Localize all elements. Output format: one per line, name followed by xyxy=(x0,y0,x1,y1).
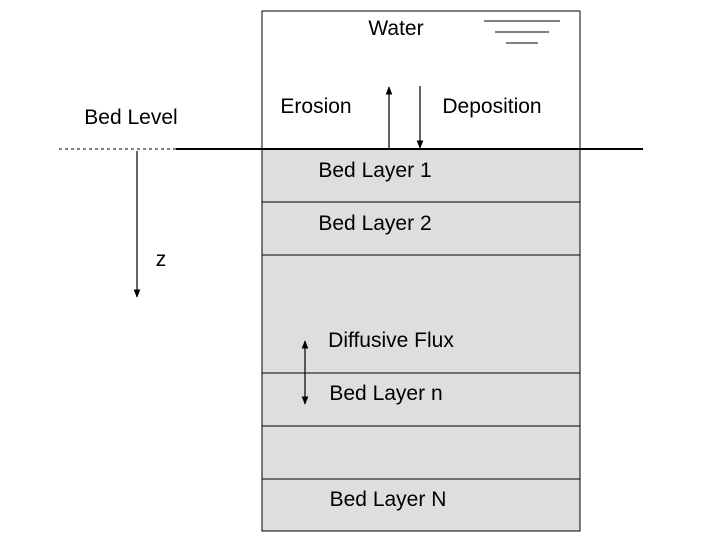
bed-layer-label: Bed Layer 1 xyxy=(318,159,431,182)
bed-layer-box xyxy=(261,372,581,427)
erosion-label: Erosion xyxy=(280,95,351,118)
deposition-label: Deposition xyxy=(442,95,541,118)
bed-layer-box xyxy=(261,201,581,256)
water-column xyxy=(261,10,581,150)
bed-layer-box xyxy=(261,254,581,374)
bed-level-label: Bed Level xyxy=(84,106,177,129)
water-label: Water xyxy=(368,17,423,40)
bed-layer-label: Bed Layer 2 xyxy=(318,212,431,235)
water-surface-icon xyxy=(484,20,560,44)
bed-layer-box xyxy=(261,148,581,203)
z-axis-label: z xyxy=(156,248,167,271)
bed-layer-label: Bed Layer N xyxy=(330,488,447,511)
bed-layer-label: Bed Layer n xyxy=(329,382,442,405)
bed-layers xyxy=(261,148,581,532)
bed-layer-box xyxy=(261,478,581,532)
bed-layer-box xyxy=(261,425,581,480)
diffusive-flux-label: Diffusive Flux xyxy=(328,329,454,352)
